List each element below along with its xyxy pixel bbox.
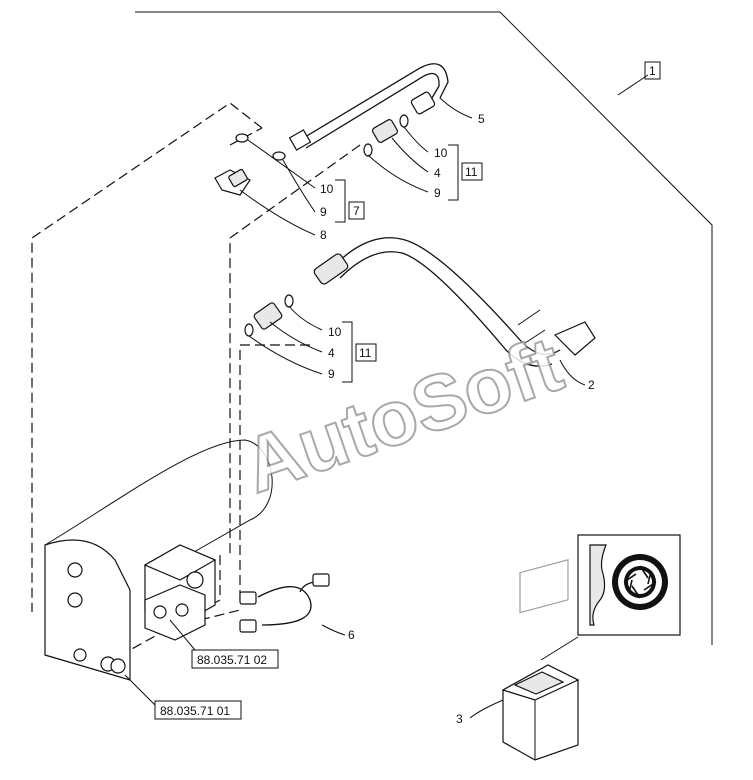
- callout-10-g11-upper: 10: [434, 146, 448, 160]
- callout-5: 5: [478, 112, 485, 126]
- fittings-upper-left: [214, 133, 286, 196]
- callout-11-box-upper: 11: [465, 165, 478, 179]
- callout-9-g7: 9: [320, 205, 327, 219]
- callout-9-g11-upper: 9: [434, 186, 441, 200]
- reference-88-035-71-01: 88.035.71 01: [160, 704, 230, 718]
- valve-body: [44, 439, 273, 681]
- callout-8: 8: [320, 228, 327, 242]
- callout-3: 3: [456, 712, 463, 726]
- callout-4-g11-lower: 4: [328, 346, 335, 360]
- leader-lines: [124, 74, 649, 719]
- fittings-upper-right: [363, 114, 409, 157]
- tube-5: [288, 63, 449, 151]
- assembly-boundary-line: [135, 11, 713, 645]
- harness-6: [239, 573, 330, 633]
- callout-9-g11-lower: 9: [328, 367, 335, 381]
- callout-4-g11-upper: 4: [434, 166, 441, 180]
- callout-2: 2: [588, 378, 595, 392]
- callout-7-box: 7: [353, 204, 360, 218]
- switch-symbol-panel: [577, 534, 681, 636]
- fittings-lower: [244, 294, 294, 337]
- callout-11-box-lower: 11: [359, 346, 372, 360]
- watermark: AutoSoft: [233, 319, 573, 509]
- reference-88-035-71-02: 88.035.71 02: [197, 653, 267, 667]
- callout-6: 6: [348, 628, 355, 642]
- camera-aperture-icon: [612, 554, 668, 610]
- callout-10-g7: 10: [320, 182, 334, 196]
- switch-3: [501, 559, 580, 761]
- callout-1: 1: [649, 64, 656, 78]
- callout-10-g11-lower: 10: [328, 325, 342, 339]
- hose-2: [313, 237, 596, 367]
